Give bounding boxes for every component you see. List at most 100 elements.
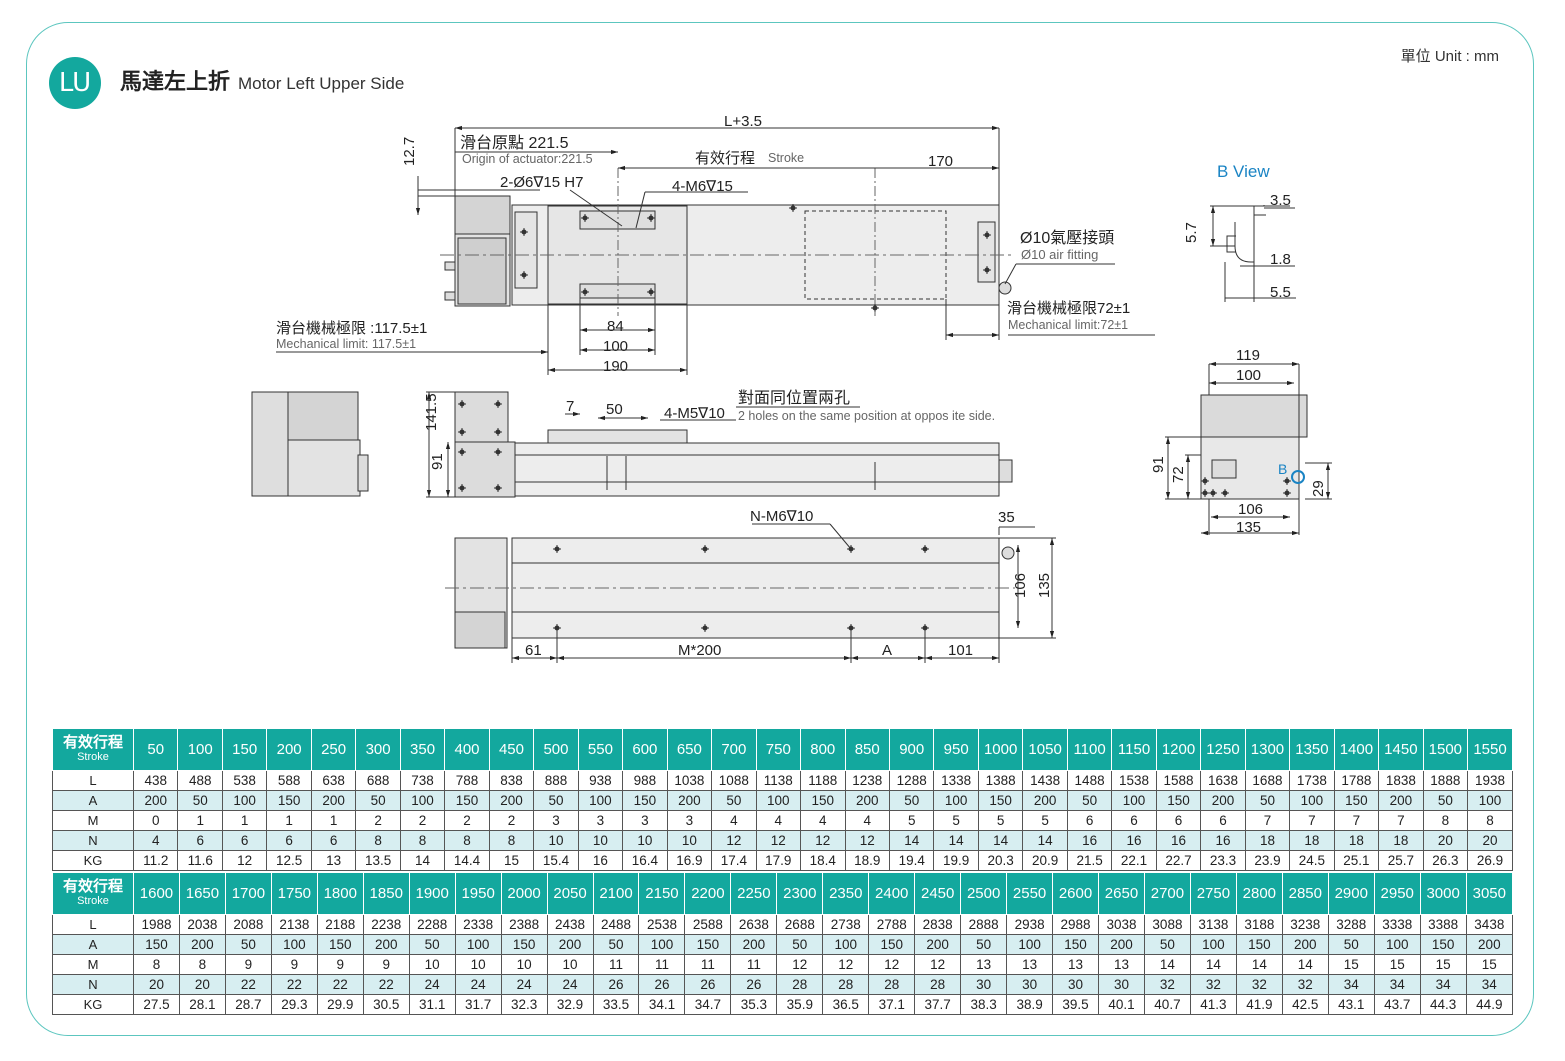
table-cell: 28	[776, 974, 824, 995]
table-cell: 20.3	[977, 850, 1024, 871]
row-label: M	[52, 810, 134, 831]
table-cell: 28.1	[178, 994, 226, 1015]
screw-hole-mark	[581, 288, 589, 296]
table-cell: 40.1	[1098, 994, 1145, 1015]
table-cell: 0	[132, 810, 179, 831]
table-cell: 26.9	[1467, 850, 1513, 871]
table-cell: 34	[1327, 974, 1375, 995]
table-cell: 9	[224, 954, 272, 975]
air-fitting-zh: Ø10氣壓接頭	[1020, 229, 1114, 247]
table-cell: 3038	[1098, 914, 1145, 935]
table-cell: 16	[1200, 830, 1246, 851]
mech-left-zh: 滑台機械極限 :117.5±1	[276, 320, 427, 337]
side-view	[426, 391, 1013, 498]
screw-hole-mark	[871, 304, 879, 312]
opposite-holes-zh: 對面同位置兩孔	[738, 389, 850, 407]
model-badge: LU	[49, 57, 101, 109]
table-cell: 22	[224, 974, 272, 995]
bview-1-8: 1.8	[1270, 251, 1291, 268]
table-cell: 10	[454, 954, 502, 975]
row-label: KG	[52, 994, 134, 1015]
table-cell: 23.3	[1200, 850, 1246, 871]
table-cell: 16.4	[622, 850, 668, 871]
stroke-value: 700	[711, 728, 757, 771]
table-cell: 50	[355, 790, 401, 811]
row-label: A	[52, 790, 134, 811]
table-cell: 150	[977, 790, 1024, 811]
table-cell: 12.5	[266, 850, 312, 871]
dim-m200: M*200	[678, 642, 721, 659]
stroke-value: 450	[488, 728, 535, 771]
table-cell: 15	[1373, 954, 1421, 975]
stroke-value: 1300	[1244, 728, 1291, 771]
screw-hole-mark	[494, 484, 502, 492]
table-cell: 100	[1111, 790, 1157, 811]
table-cell: 200	[1281, 934, 1329, 955]
table-cell: 1438	[1022, 770, 1068, 791]
table-cell: 19.9	[933, 850, 979, 871]
table-cell: 200	[488, 790, 535, 811]
b-view-detail	[1210, 205, 1296, 302]
table-cell: 31.7	[454, 994, 502, 1015]
table-cell: 100	[1189, 934, 1237, 955]
table-cell: 8	[1422, 810, 1469, 831]
endview-B: B	[1278, 461, 1287, 477]
table-cell: 6	[1155, 810, 1202, 831]
table-cell: 1238	[844, 770, 890, 791]
table-cell: 34.1	[638, 994, 686, 1015]
table-cell: 200	[1200, 790, 1246, 811]
screw-hole-mark	[553, 545, 561, 553]
dim-84: 84	[607, 318, 624, 335]
table-cell: 20	[1422, 830, 1469, 851]
dim-50: 50	[606, 401, 623, 418]
table-cell: 44.9	[1465, 994, 1514, 1015]
screw-hole-mark	[647, 288, 655, 296]
table-cell: 14	[1281, 954, 1329, 975]
stroke-value: 600	[622, 728, 668, 771]
endview-106: 106	[1238, 501, 1263, 518]
air-fitting-en: Ø10 air fitting	[1021, 247, 1098, 262]
stroke-value: 2050	[546, 872, 594, 915]
table-cell: 2838	[914, 914, 962, 935]
table-cell: 43.7	[1373, 994, 1421, 1015]
table-cell: 6	[221, 830, 268, 851]
stroke-value: 400	[444, 728, 490, 771]
table-cell: 22.1	[1111, 850, 1157, 871]
table-cell: 6	[266, 830, 312, 851]
stroke-value: 2400	[868, 872, 916, 915]
table-cell: 6	[1111, 810, 1157, 831]
table-cell: 200	[132, 790, 179, 811]
table-cell: 22	[270, 974, 318, 995]
stroke-value: 1500	[1422, 728, 1469, 771]
table-cell: 25.7	[1378, 850, 1424, 871]
stroke-value: 2100	[592, 872, 640, 915]
stroke-value: 250	[310, 728, 357, 771]
screw-hole-mark	[494, 400, 502, 408]
table-cell: 1188	[800, 770, 846, 791]
unit-label: 單位 Unit : mm	[1400, 48, 1499, 65]
table-cell: 3388	[1419, 914, 1467, 935]
table-cell: 3288	[1327, 914, 1375, 935]
table-cell: 200	[1465, 934, 1514, 955]
stroke-value: 150	[221, 728, 268, 771]
dim-35: 35	[998, 509, 1015, 526]
stroke-value: 2550	[1006, 872, 1054, 915]
table-cell: 18	[1378, 830, 1424, 851]
table-cell: 50	[533, 790, 579, 811]
table-cell: 12	[868, 954, 916, 975]
stroke-value: 1900	[408, 872, 456, 915]
stroke-value: 1100	[1066, 728, 1113, 771]
table-cell: 2188	[316, 914, 364, 935]
table-cell: 2	[355, 810, 401, 831]
screw-hole-mark	[458, 428, 466, 436]
table-cell: 3	[666, 810, 713, 831]
table-cell: 100	[1467, 790, 1513, 811]
table-cell: 1938	[1467, 770, 1513, 791]
table-cell: 44.3	[1419, 994, 1467, 1015]
table-cell: 13.5	[355, 850, 401, 871]
table-cell: 28	[914, 974, 962, 995]
